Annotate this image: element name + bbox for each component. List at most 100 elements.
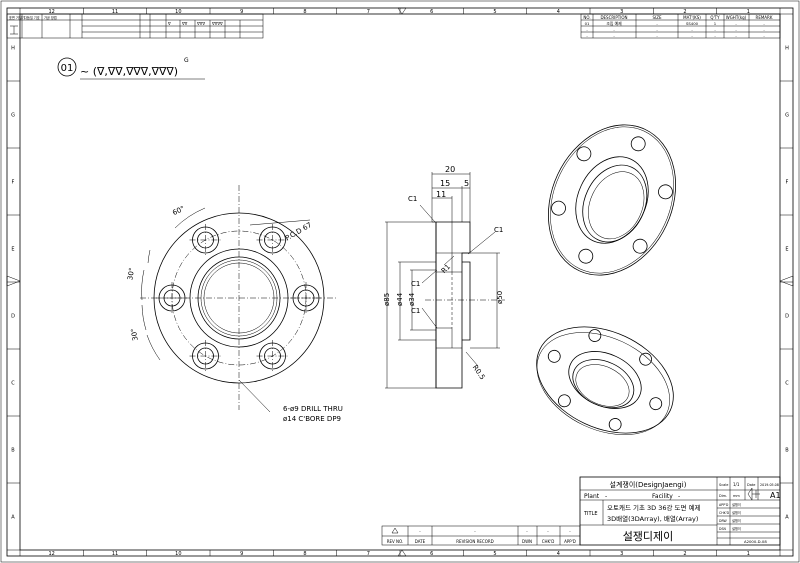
pcd-label: P.C.D 67 xyxy=(284,221,313,242)
zone-row-left-4: D xyxy=(11,314,15,320)
bom-header-3: MAT'(KS) xyxy=(683,15,701,20)
surface-finish-table: 표면 거칠기 다듬질 기호 가공 방법 ∇ ∇∇ ∇∇∇ ∇∇∇∇ xyxy=(6,13,264,39)
bolt-hole xyxy=(156,282,188,314)
bom-header-5: WGHT(kg) xyxy=(726,15,747,20)
zone-col-top-3: 9 xyxy=(240,9,243,15)
svg-text:다듬질 기호: 다듬질 기호 xyxy=(24,15,40,20)
revision-triangle xyxy=(391,527,399,534)
company-name: 설계쟁이(DesignJaengi) xyxy=(610,480,687,489)
bom-cell: SS400 xyxy=(686,21,699,26)
facility-value: - xyxy=(678,493,680,500)
zone-row-right-1: G xyxy=(785,113,789,119)
zone-col-top-2: 10 xyxy=(175,9,181,15)
zone-row-right-3: E xyxy=(785,247,788,253)
zone-col-bottom-5: 7 xyxy=(367,551,370,557)
svg-text:∇∇: ∇∇ xyxy=(181,21,188,26)
checked-sign: 설쟁이 xyxy=(732,510,741,515)
bom-cell: - xyxy=(714,33,716,38)
center-mark-top xyxy=(397,7,407,15)
iso-view-top xyxy=(548,124,676,276)
bolt-hole xyxy=(256,223,289,256)
zone-row-left-2: F xyxy=(12,180,15,186)
bom-cell: - xyxy=(714,27,716,32)
angle-30a-label: 30° xyxy=(126,267,136,281)
svg-text:∇∇∇: ∇∇∇ xyxy=(196,21,205,26)
chamfer-c1-d: C1 xyxy=(411,307,420,315)
bom-cell: - xyxy=(735,21,737,26)
bom-cell: - xyxy=(735,33,737,38)
zone-row-right-2: F xyxy=(786,180,789,186)
rev-header-3: DWN xyxy=(522,539,532,544)
zone-row-left-3: E xyxy=(11,247,14,253)
bom-cell: - xyxy=(763,33,765,38)
zone-col-top-10: 2 xyxy=(683,9,686,15)
svg-text:가공 방법: 가공 방법 xyxy=(44,15,57,20)
dim-20: 20 xyxy=(445,165,455,174)
zone-col-top-7: 5 xyxy=(493,9,496,15)
zone-row-left-6: B xyxy=(11,448,15,454)
svg-text:∇: ∇ xyxy=(167,21,171,26)
dia-50: ø50 xyxy=(496,291,504,304)
radius-r1: R1 xyxy=(440,263,452,275)
zone-row-right-5: C xyxy=(785,381,789,387)
dia-34: ø34 xyxy=(408,292,416,306)
center-mark-bottom xyxy=(397,549,407,557)
projection-symbol xyxy=(747,487,760,501)
angle-30b-label: 30° xyxy=(130,328,140,342)
plant-value: - xyxy=(605,493,607,500)
section-view: 20 15 5 11 C1 C1 C1 C1 R1 R0.5 ø85 ø44 ø… xyxy=(383,165,505,389)
bom-cell: 조립 예제 xyxy=(606,21,622,26)
rev-header-5: APP'D xyxy=(564,539,576,544)
zone-col-bottom-10: 2 xyxy=(683,551,686,557)
rev-header-1: DATE xyxy=(415,539,426,544)
bom-cell: - xyxy=(691,27,693,32)
bom-cell: - xyxy=(586,27,588,32)
chamfer-c1-b: C1 xyxy=(494,226,503,234)
zone-col-bottom-1: 11 xyxy=(112,551,118,557)
roughness-text: ~ (∇,∇∇,∇∇∇,∇∇∇) xyxy=(80,65,178,78)
drill-note-1: 6-ø9 DRILL THRU xyxy=(283,405,343,413)
dim-5: 5 xyxy=(464,179,469,188)
bom-cell: - xyxy=(763,21,765,26)
center-mark-left xyxy=(6,275,21,287)
date-label: Date xyxy=(747,483,755,487)
rev-header-2: REVISION RECORD xyxy=(456,539,493,544)
center-mark-right xyxy=(779,275,794,287)
drawn-label: DRW xyxy=(719,519,728,523)
drawing-number: A2000-D-08 xyxy=(744,539,767,544)
bolt-hole xyxy=(189,223,222,256)
zone-col-bottom-7: 5 xyxy=(493,551,496,557)
bom-header-2: SIZE xyxy=(653,15,662,20)
bom-header-6: REMARK xyxy=(756,15,773,20)
front-view: 60° 30° 30° P.C.D 67 6-ø9 DRILL THRU ø14… xyxy=(126,185,343,423)
bom-cell: 01 xyxy=(585,21,590,26)
scale-label: Scale xyxy=(719,483,728,487)
zone-col-top-6: 6 xyxy=(430,9,433,15)
roughness-spec: 01 ~ (∇,∇∇,∇∇∇,∇∇∇) G xyxy=(57,57,205,80)
approved-label: APP'D xyxy=(719,503,729,507)
zone-col-top-9: 3 xyxy=(620,9,623,15)
iso-view-bottom xyxy=(536,326,674,435)
zone-col-bottom-4: 8 xyxy=(303,551,306,557)
roughness-note-g: G xyxy=(184,57,189,64)
dim-15: 15 xyxy=(440,179,450,188)
zone-col-bottom-9: 3 xyxy=(620,551,623,557)
zone-row-left-1: G xyxy=(11,113,15,119)
bolt-hole xyxy=(256,340,289,373)
zone-row-right-0: H xyxy=(785,46,789,52)
bom-cell: - xyxy=(763,27,765,32)
zone-col-bottom-2: 10 xyxy=(175,551,181,557)
dia-44: ø44 xyxy=(396,292,404,306)
rev-text: REV NO.DATE-REVISION RECORD-DWN-CHK'D-AP… xyxy=(387,529,576,544)
balloon-number: 01 xyxy=(61,63,74,74)
scale-value: 1/1 xyxy=(733,482,740,487)
zone-col-bottom-3: 9 xyxy=(240,551,243,557)
rev-header-4: CHK'D xyxy=(542,539,555,544)
title-line-1: 오토캐드 기초 3D 36강 도면 예제 xyxy=(607,503,701,512)
bom-cell: - xyxy=(656,33,658,38)
bom-cell: - xyxy=(691,33,693,38)
zone-row-left-7: A xyxy=(11,515,15,521)
bom-cell: - xyxy=(656,27,658,32)
zone-col-bottom-6: 6 xyxy=(430,551,433,557)
